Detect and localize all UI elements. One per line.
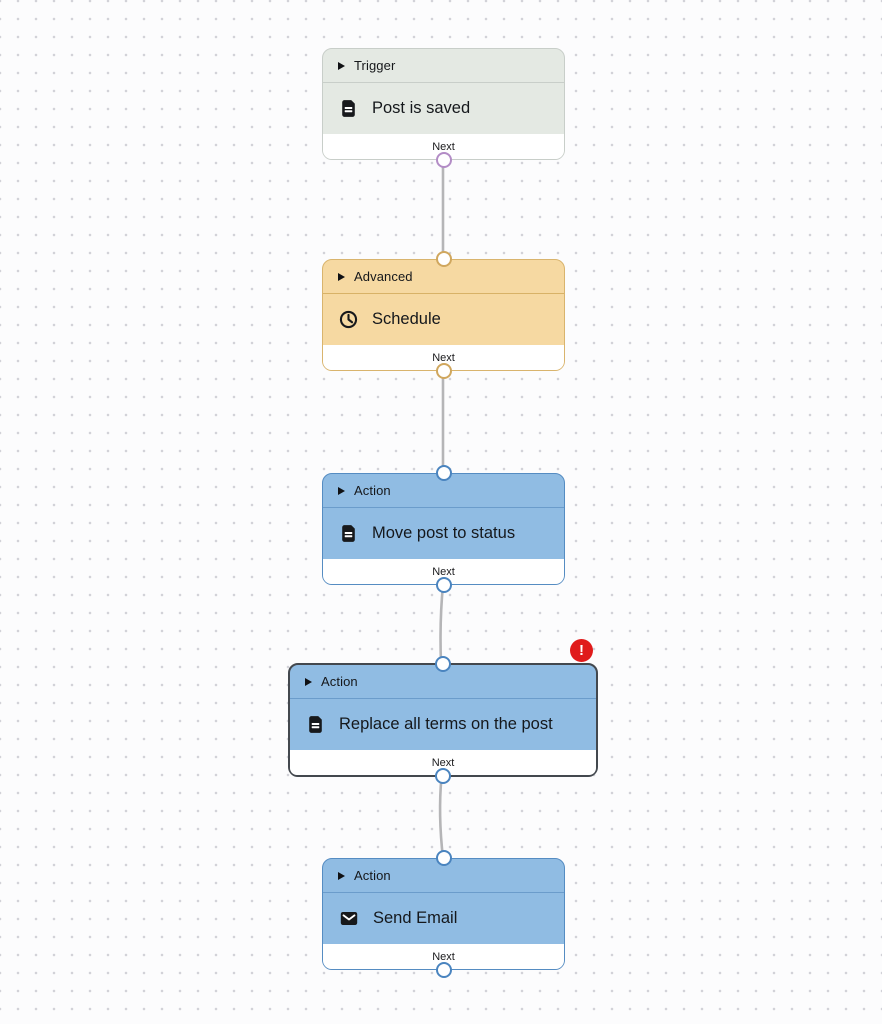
- collapse-triangle-icon[interactable]: [338, 61, 345, 70]
- next-port-label: Next: [432, 565, 455, 578]
- node-body: Schedule: [323, 294, 564, 345]
- error-badge-icon[interactable]: !: [570, 639, 593, 662]
- document-icon: [338, 523, 359, 544]
- output-port[interactable]: [435, 152, 452, 168]
- node-category-label: Advanced: [354, 269, 413, 284]
- node-category-label: Trigger: [354, 58, 396, 73]
- next-port-label: Next: [431, 756, 455, 769]
- node-title: Move post to status: [372, 524, 516, 542]
- collapse-triangle-icon[interactable]: [338, 871, 345, 880]
- node-title: Schedule: [372, 310, 441, 328]
- node-advanced-schedule[interactable]: Advanced Schedule Next: [322, 251, 565, 379]
- mail-icon: [338, 908, 360, 929]
- input-port[interactable]: [435, 251, 452, 267]
- input-port[interactable]: [435, 850, 452, 866]
- node-body: Send Email: [323, 893, 564, 944]
- node-title: Post is saved: [372, 99, 471, 117]
- node-header[interactable]: Action: [323, 859, 564, 893]
- node-body: Replace all terms on the post: [290, 699, 596, 750]
- input-port[interactable]: [435, 465, 452, 481]
- error-badge-symbol: !: [579, 642, 584, 659]
- edge-action1-to-action2[interactable]: [439, 583, 445, 665]
- output-port[interactable]: [435, 962, 452, 978]
- node-header[interactable]: Advanced: [323, 260, 564, 294]
- node-category-label: Action: [354, 483, 391, 498]
- node-header[interactable]: Action: [323, 474, 564, 508]
- node-header[interactable]: Trigger: [323, 49, 564, 83]
- next-port-label: Next: [432, 950, 455, 963]
- output-port[interactable]: [435, 577, 452, 593]
- edge-action2-to-action3[interactable]: [438, 775, 445, 860]
- document-icon: [305, 714, 326, 735]
- node-title: Replace all terms on the post: [339, 715, 553, 733]
- node-body: Post is saved: [323, 83, 564, 134]
- node-action-move-post-to-status[interactable]: Action Move post to status Next: [322, 465, 565, 593]
- next-port-label: Next: [432, 351, 455, 364]
- node-body: Move post to status: [323, 508, 564, 559]
- node-header[interactable]: Action: [290, 665, 596, 699]
- node-action-send-email[interactable]: Action Send Email Next: [322, 850, 565, 978]
- node-footer: Next: [323, 345, 564, 370]
- document-icon: [338, 98, 359, 119]
- collapse-triangle-icon[interactable]: [338, 486, 345, 495]
- node-action-replace-all-terms[interactable]: Action Replace all terms on the post Nex…: [288, 656, 598, 784]
- output-port[interactable]: [435, 768, 451, 784]
- next-port-label: Next: [432, 140, 455, 153]
- collapse-triangle-icon[interactable]: [305, 677, 312, 686]
- node-category-label: Action: [321, 674, 358, 689]
- node-category-label: Action: [354, 868, 391, 883]
- node-title: Send Email: [373, 909, 458, 927]
- output-port[interactable]: [435, 363, 452, 379]
- clock-icon: [338, 309, 359, 330]
- collapse-triangle-icon[interactable]: [338, 272, 345, 281]
- node-trigger-post-is-saved[interactable]: Trigger Post is saved Next: [322, 48, 565, 168]
- input-port[interactable]: [435, 656, 451, 672]
